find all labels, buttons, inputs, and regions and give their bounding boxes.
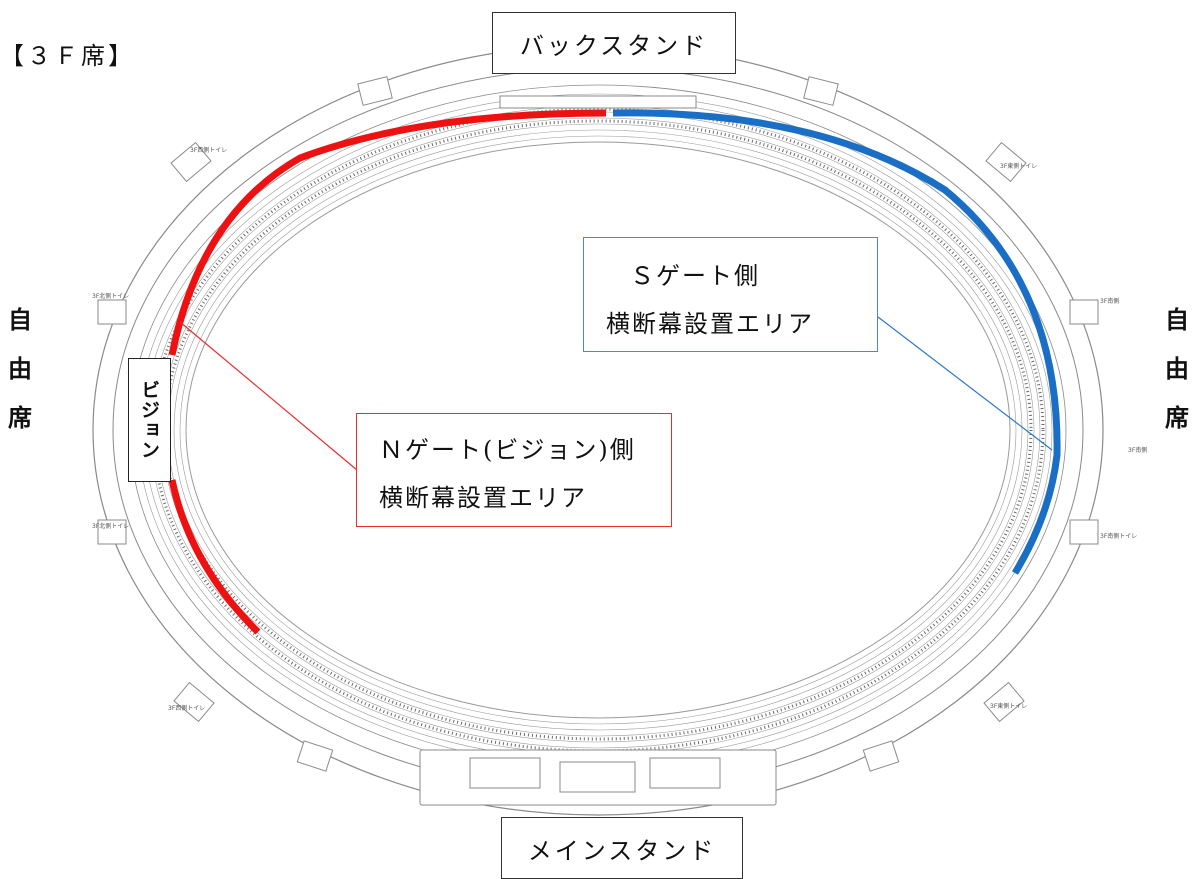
back-stand-label: バックスタンド xyxy=(492,12,736,74)
s-gate-callout-subtitle: 横断幕設置エリア xyxy=(606,310,814,338)
svg-text:3F東側トイレ: 3F東側トイレ xyxy=(1000,162,1037,170)
s-gate-callout-title: Ｓゲート側 xyxy=(630,262,760,290)
seating-hatch xyxy=(151,107,1045,753)
main-stand-label: メインスタンド xyxy=(501,817,743,879)
free-seat-char: 由 xyxy=(1165,355,1189,383)
svg-text:3F南側: 3F南側 xyxy=(1100,297,1119,305)
outer-structures xyxy=(97,76,1099,806)
svg-text:3F西側トイレ: 3F西側トイレ xyxy=(190,146,227,154)
n-gate-callout-subtitle: 横断幕設置エリア xyxy=(379,484,587,512)
floor-label: 【３Ｆ席】 xyxy=(0,42,135,70)
free-seat-char: 自 xyxy=(1165,306,1189,334)
free-seat-char: 自 xyxy=(8,306,32,334)
svg-text:3F北側トイレ: 3F北側トイレ xyxy=(92,292,129,300)
s-gate-callout: Ｓゲート側 横断幕設置エリア xyxy=(583,237,878,352)
n-gate-banner-area-lower xyxy=(168,479,261,635)
n-gate-banner-area-upper xyxy=(168,109,607,356)
svg-text:3F東側トイレ: 3F東側トイレ xyxy=(990,702,1027,710)
vision-screen-label: ビジョン xyxy=(138,380,160,460)
free-seat-label-left: 自 由 席 xyxy=(5,296,35,443)
n-gate-leader-line xyxy=(179,321,358,471)
n-gate-callout-title: Ｎゲート(ビジョン)側 xyxy=(379,436,636,464)
svg-text:3F南側: 3F南側 xyxy=(1128,446,1147,454)
free-seat-char: 席 xyxy=(1165,404,1189,432)
vision-screen: ビジョン xyxy=(128,358,171,482)
svg-text:3F西側トイレ: 3F西側トイレ xyxy=(168,704,205,712)
facility-tags: 3F西側トイレ 3F東側トイレ 3F北側トイレ 3F南側 3F北側トイレ 3F南… xyxy=(92,146,1147,712)
s-gate-leader-line xyxy=(877,316,1053,451)
svg-text:3F南側トイレ: 3F南側トイレ xyxy=(1100,532,1137,540)
free-seat-label-right: 自 由 席 xyxy=(1162,296,1192,443)
n-gate-callout: Ｎゲート(ビジョン)側 横断幕設置エリア xyxy=(356,413,672,527)
free-seat-char: 席 xyxy=(8,404,32,432)
svg-text:3F北側トイレ: 3F北側トイレ xyxy=(92,522,129,530)
main-stand-text: メインスタンド xyxy=(527,836,717,865)
back-stand-text: バックスタンド xyxy=(519,31,709,60)
s-gate-banner-area xyxy=(612,109,1061,575)
free-seat-char: 由 xyxy=(8,355,32,383)
